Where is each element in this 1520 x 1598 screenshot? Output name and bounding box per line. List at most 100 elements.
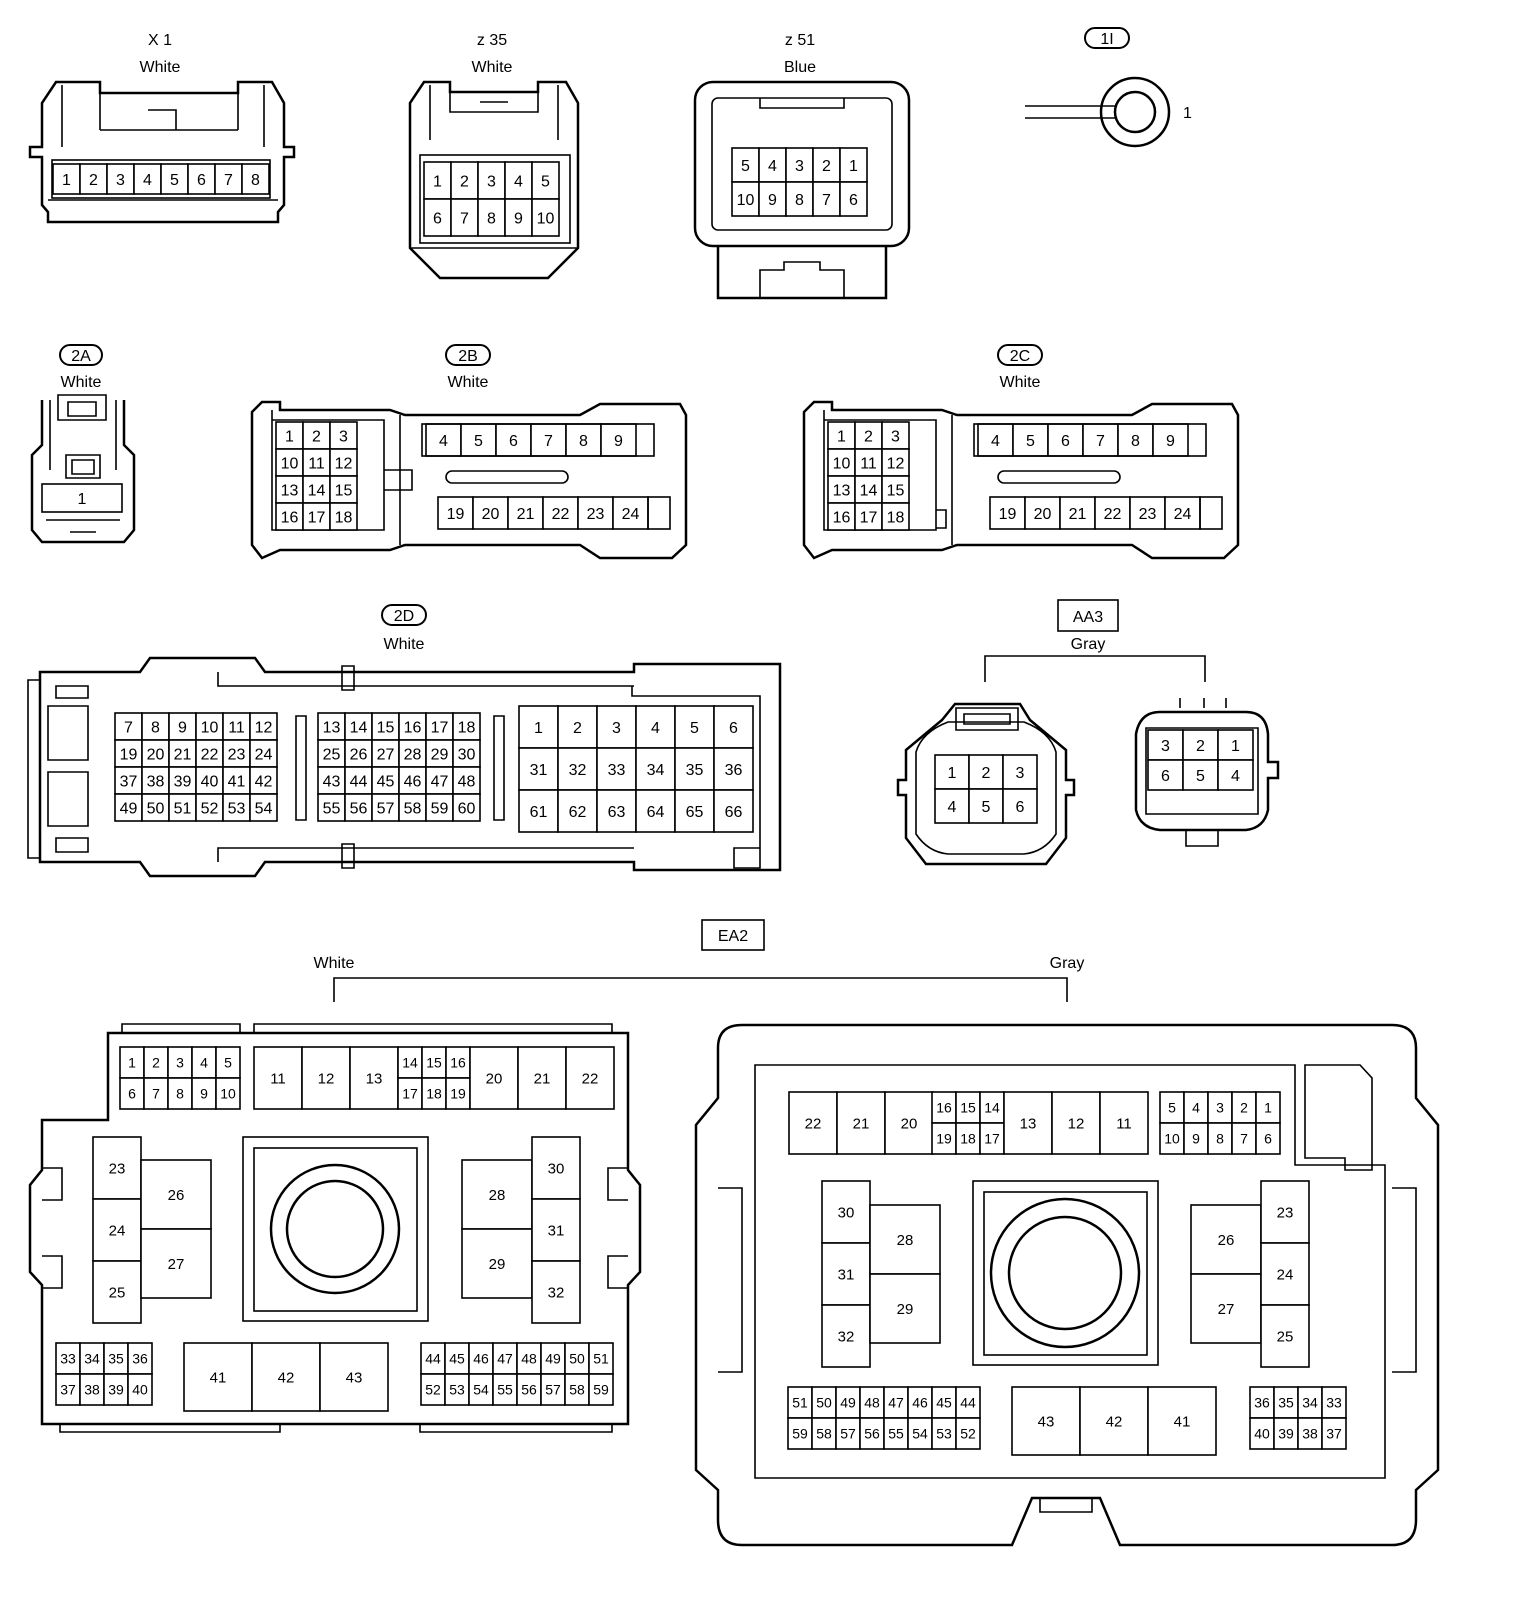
- pin-box: [127, 1373, 153, 1406]
- pin-box: [827, 448, 856, 477]
- pin-number: 19: [936, 1131, 952, 1147]
- pin-box: [884, 1091, 934, 1155]
- pin-number: 52: [960, 1426, 976, 1442]
- pin-cell: 1: [827, 421, 856, 450]
- pin-cell: 2: [143, 1046, 169, 1079]
- pin-cell: 36: [713, 747, 754, 791]
- pin-box: [1164, 496, 1201, 530]
- pin-number: 45: [449, 1351, 465, 1367]
- pin-cell: 39: [1273, 1417, 1299, 1450]
- pin-box: [881, 502, 910, 531]
- pin-cell: 58: [398, 793, 427, 822]
- pin-number: 18: [458, 719, 476, 736]
- pin-cell: 41: [183, 1342, 253, 1412]
- pin-cell: 58: [811, 1417, 837, 1450]
- connector-color: White: [61, 374, 102, 391]
- pin-cell: 51: [787, 1386, 813, 1419]
- pin-number: 51: [792, 1395, 808, 1411]
- pin-box: [114, 793, 143, 822]
- pin-cell: 45: [371, 766, 400, 795]
- pin-box: [167, 1077, 193, 1110]
- pin-number: 20: [147, 746, 165, 763]
- pin-box: [516, 1373, 542, 1406]
- pin-number: 8: [1131, 433, 1140, 450]
- pin-number: 52: [201, 800, 219, 817]
- pin-number: 2: [982, 765, 991, 782]
- pin-cell: 10: [531, 198, 560, 237]
- pin-cell: 32: [821, 1304, 871, 1368]
- connector-code: 2D: [394, 608, 414, 625]
- pin-box: [540, 1373, 566, 1406]
- pin-cell: 7: [812, 181, 841, 217]
- pin-cell: 66: [713, 789, 754, 833]
- pin-box: [421, 1077, 447, 1110]
- pin-cell: 46: [398, 766, 427, 795]
- pin-cell: 4: [1217, 759, 1254, 791]
- pin-box: [41, 483, 123, 513]
- pin-number: 9: [768, 192, 777, 209]
- pin-box: [92, 1198, 142, 1262]
- pin-cell: 2: [302, 421, 331, 450]
- pin-number: 59: [792, 1426, 808, 1442]
- pin-box: [1249, 1417, 1275, 1450]
- pin-number: 55: [888, 1426, 904, 1442]
- pin-box: [881, 421, 910, 450]
- pin-cell: 11: [302, 448, 331, 477]
- pin-number: 21: [1069, 506, 1087, 523]
- pin-number: 3: [116, 172, 125, 189]
- connector-code: EA2: [718, 928, 748, 945]
- pin-number: 14: [984, 1100, 1000, 1116]
- pin-number: 12: [887, 455, 905, 472]
- pin-cell: 21: [1059, 496, 1096, 530]
- pin-cell: 5: [1182, 759, 1219, 791]
- pin-number: 8: [579, 433, 588, 450]
- pin-number: 50: [816, 1395, 832, 1411]
- pin-number: 6: [1161, 768, 1170, 785]
- pin-cell: 10: [827, 448, 856, 477]
- pin-cell: 52: [420, 1373, 446, 1406]
- pin-box: [674, 789, 715, 833]
- pin-cell: 15: [421, 1046, 447, 1079]
- pin-cell: 24: [92, 1198, 142, 1262]
- pin-cell: 8: [565, 423, 602, 457]
- pin-number: 7: [822, 192, 831, 209]
- pin-number: 16: [281, 509, 299, 526]
- pin-box: [103, 1373, 129, 1406]
- pin-box: [907, 1417, 933, 1450]
- pin-number: 5: [224, 1055, 232, 1071]
- pin-cell: 6: [187, 163, 216, 195]
- pin-cell: 49: [114, 793, 143, 822]
- pin-number: 7: [152, 1086, 160, 1102]
- pin-number: 48: [521, 1351, 537, 1367]
- pin-number: 5: [982, 799, 991, 816]
- pin-number: 48: [458, 773, 476, 790]
- pin-cell: 31: [518, 747, 559, 791]
- pin-number: 52: [425, 1382, 441, 1398]
- pin-number: 42: [255, 773, 273, 790]
- pin-number: 1: [78, 491, 87, 508]
- pin-cell: 8: [241, 163, 270, 195]
- pin-cell: 4: [133, 163, 162, 195]
- pin-number: 5: [541, 173, 550, 190]
- pin-number: 5: [170, 172, 179, 189]
- pin-cell: 23: [577, 496, 614, 530]
- pin-cell: 26: [344, 739, 373, 768]
- pin-cell: 56: [859, 1417, 885, 1450]
- pin-number: 2: [460, 173, 469, 190]
- pin-number: 56: [521, 1382, 537, 1398]
- pin-cell: 17: [397, 1077, 423, 1110]
- pin-cell: 2: [557, 705, 598, 749]
- pin-number: 2: [573, 720, 582, 737]
- pin-number: 3: [891, 428, 900, 445]
- pin-cell: 50: [141, 793, 170, 822]
- pin-number: 3: [795, 158, 804, 175]
- pin-number: 20: [482, 506, 500, 523]
- pin-cell: 6: [1255, 1122, 1281, 1155]
- pin-cell: 17: [425, 712, 454, 741]
- pin-box: [222, 712, 251, 741]
- pin-number: 9: [614, 433, 623, 450]
